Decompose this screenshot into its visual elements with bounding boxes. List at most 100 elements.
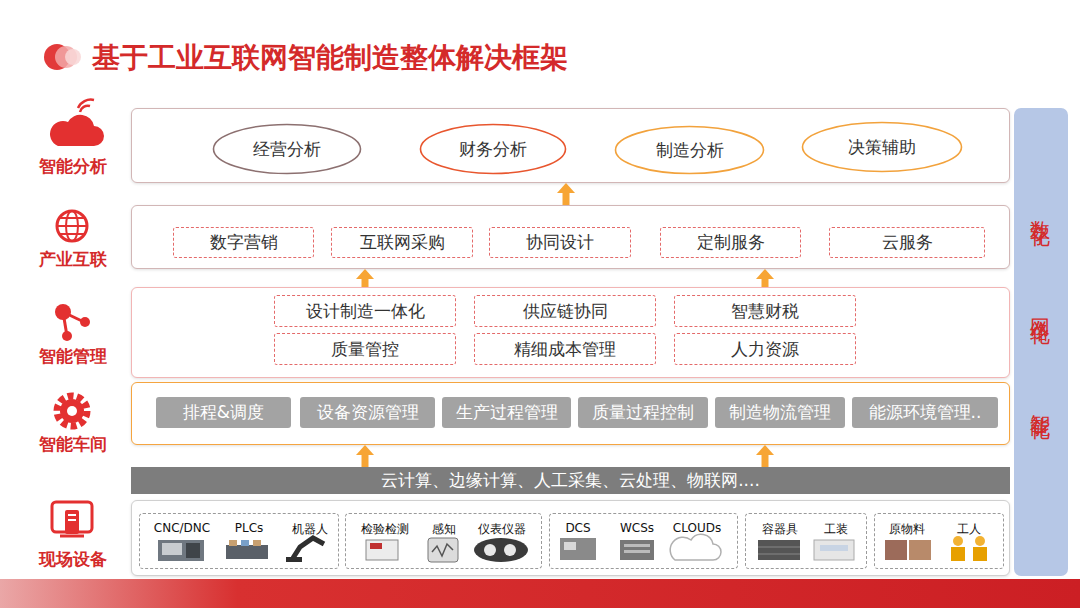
plc-units: [226, 545, 268, 559]
inspection-device: [370, 543, 382, 549]
flow-arrow: [762, 455, 769, 467]
box-label: 能源环境管理..: [852, 397, 998, 428]
function-box: 供应链协同: [474, 295, 656, 327]
device-icon: [60, 535, 84, 538]
equipment-group: 原物料工人: [874, 513, 1004, 569]
workshop-box: 设备资源管理: [300, 397, 435, 428]
network-icon: [55, 304, 90, 341]
equipment-label: 容器具: [762, 521, 798, 538]
side-label: 网络化: [1028, 303, 1055, 312]
layer-label: 智能管理: [23, 345, 123, 368]
function-box: 精细成本管理: [474, 333, 656, 365]
title-icon: [55, 46, 77, 68]
layer-band: 智能管理设计制造一体化供应链协同智慧财税质量管控精细成本管理人力资源: [131, 287, 1010, 378]
flow-arrow: [362, 279, 369, 287]
equipment-label: 工装: [824, 521, 848, 538]
cloud-icon: [78, 100, 94, 108]
technology-bar: 云计算、边缘计算、人工采集、云处理、物联网....: [131, 467, 1010, 494]
equipment-label: 原物料: [889, 521, 925, 538]
device-icon: [68, 514, 76, 516]
gauge-instrument: [474, 538, 528, 562]
inspection-device: [366, 540, 398, 560]
network-icon: [80, 317, 90, 327]
box-label: 质量过程控制: [578, 397, 708, 428]
equipment-label: WCSs: [620, 521, 654, 535]
network-icon: [62, 331, 72, 341]
sensor-device: [428, 538, 458, 562]
equipment-label: 仪表仪器: [478, 521, 526, 538]
gauge-instrument: [484, 544, 496, 556]
worker-figures: [975, 536, 985, 546]
network-icon: [55, 304, 71, 320]
container-crate: [758, 540, 800, 560]
gear-icon: [60, 399, 84, 423]
dcs-cabinet: [564, 542, 576, 550]
network-icon: [63, 312, 67, 336]
container-crate: [758, 540, 800, 560]
workshop-box: 能源环境管理..: [852, 397, 998, 428]
title-icon: [44, 44, 70, 70]
fixture-tooling: [820, 545, 848, 551]
ellipse-label: 财务分析: [419, 123, 567, 175]
cnc-machine: [158, 540, 204, 561]
analysis-ellipse: 制造分析: [614, 125, 765, 175]
plc-units: [253, 540, 261, 546]
equipment-group: 检验检测感知仪表仪器: [345, 513, 542, 569]
equipment-group: DCSWCSsCLOUDs: [549, 513, 738, 569]
function-box: 智慧财税: [674, 295, 856, 327]
worker-figures: [973, 547, 987, 561]
raw-material: [885, 540, 907, 560]
bottom-strip: [0, 579, 1080, 608]
device-icon: [68, 519, 76, 521]
page-title: 基于工业互联网智能制造整体解决框架: [92, 39, 568, 77]
workshop-box: 生产过程管理: [442, 397, 571, 428]
title-icon: [44, 44, 81, 70]
robot-arm: [286, 538, 324, 562]
box-label: 协同设计: [490, 228, 630, 257]
equipment-label: CLOUDs: [673, 521, 721, 535]
workshop-box: 排程&调度: [156, 397, 291, 428]
box-label: 精细成本管理: [475, 334, 655, 364]
analysis-ellipse: 财务分析: [419, 123, 567, 175]
equipment-group: CNC/DNCPLCs机器人: [139, 513, 339, 569]
plc-units: [229, 540, 237, 546]
dcs-cabinet: [560, 538, 596, 560]
container-crate: [758, 547, 800, 548]
layer-band: 现场设备CNC/DNCPLCs机器人检验检测感知仪表仪器DCSWCSsCLOUD…: [131, 500, 1010, 576]
function-box: 协同设计: [489, 227, 631, 258]
box-label: 质量管控: [275, 334, 455, 364]
cloud-icon: [80, 106, 90, 112]
title-icon: [65, 49, 81, 65]
box-label: 生产过程管理: [442, 397, 571, 428]
globe-icon: [60, 233, 84, 235]
raw-material: [909, 540, 931, 560]
analysis-ellipse: 决策辅助: [801, 121, 963, 173]
layer-band: 产业互联数字营销互联网采购协同设计定制服务云服务: [131, 205, 1010, 269]
box-label: 云计算、边缘计算、人工采集、云处理、物联网....: [131, 467, 1010, 494]
cnc-machine: [162, 543, 182, 555]
analysis-ellipse: 经营分析: [212, 123, 362, 175]
wcs-server: [620, 540, 654, 560]
equipment-label: PLCs: [235, 521, 264, 535]
side-label: 数字化: [1028, 205, 1055, 214]
box-label: 设计制造一体化: [275, 296, 455, 326]
raw-material: [885, 540, 931, 560]
globe-icon: [60, 217, 84, 219]
globe-icon: [66, 211, 78, 241]
worker-figures: [951, 536, 987, 561]
sensor-device: [432, 544, 453, 556]
box-label: 数字营销: [174, 228, 313, 257]
network-icon: [63, 312, 84, 322]
robot-arm: [286, 557, 302, 562]
plc-units: [241, 540, 249, 546]
gear-icon: [57, 396, 87, 426]
gear-icon: [67, 406, 77, 416]
cloud-icon: [50, 115, 104, 146]
function-box: 质量管控: [274, 333, 456, 365]
cloud-outline: [670, 534, 721, 560]
equipment-label: 感知: [432, 521, 456, 538]
worker-figures: [951, 547, 965, 561]
box-label: 供应链协同: [475, 296, 655, 326]
